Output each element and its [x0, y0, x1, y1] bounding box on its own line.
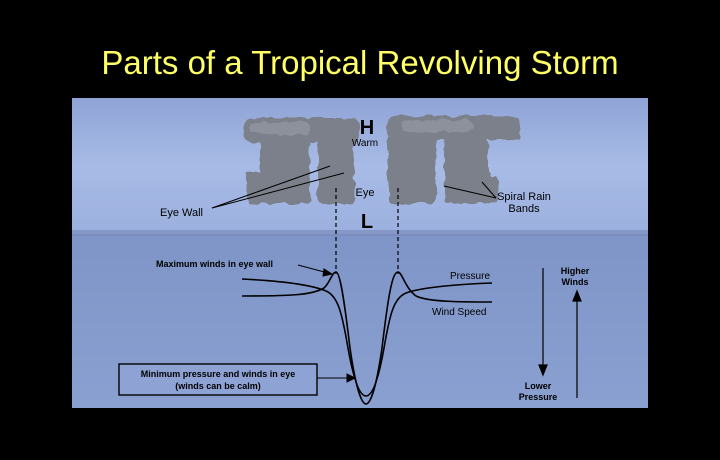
min-pressure-arrow — [317, 373, 357, 383]
eye-wall-pointer — [211, 165, 345, 209]
warm-label: Warm — [352, 138, 378, 149]
spiral-rain-bands-pointer — [443, 181, 497, 199]
eye-dashed-lines — [335, 188, 399, 274]
pressure-label: Pressure — [450, 271, 490, 282]
lower-pressure-label-2: Pressure — [519, 392, 558, 402]
spiral-rain-bands-label-2: Bands — [508, 203, 540, 215]
storm-diagram: H Warm Eye L Eye Wall Spiral Rain Bands … — [72, 98, 648, 408]
wind-speed-label: Wind Speed — [432, 307, 486, 318]
lower-pressure-label-1: Lower — [525, 381, 552, 391]
min-pressure-label-1: Minimum pressure and winds in eye — [141, 369, 296, 379]
max-winds-label: Maximum winds in eye wall — [156, 259, 273, 269]
low-label: L — [361, 211, 373, 233]
upper-panel — [72, 98, 648, 234]
higher-winds-label-2: Winds — [562, 277, 589, 287]
lower-pressure-arrow — [538, 268, 548, 377]
min-pressure-label-2: (winds can be calm) — [175, 381, 261, 391]
max-winds-arrow — [297, 264, 334, 277]
spiral-rain-bands-label-1: Spiral Rain — [497, 191, 551, 203]
higher-winds-label-1: Higher — [561, 266, 590, 276]
storm-clouds — [244, 116, 520, 204]
eye-wall-label: Eye Wall — [160, 207, 203, 219]
wind-speed-curve — [241, 271, 493, 405]
slide-title: Parts of a Tropical Revolving Storm — [101, 44, 619, 81]
min-pressure-box — [118, 363, 318, 396]
pressure-curve — [241, 278, 493, 397]
high-label: H — [360, 117, 374, 139]
eye-label: Eye — [356, 187, 375, 199]
higher-winds-arrow — [572, 289, 582, 398]
